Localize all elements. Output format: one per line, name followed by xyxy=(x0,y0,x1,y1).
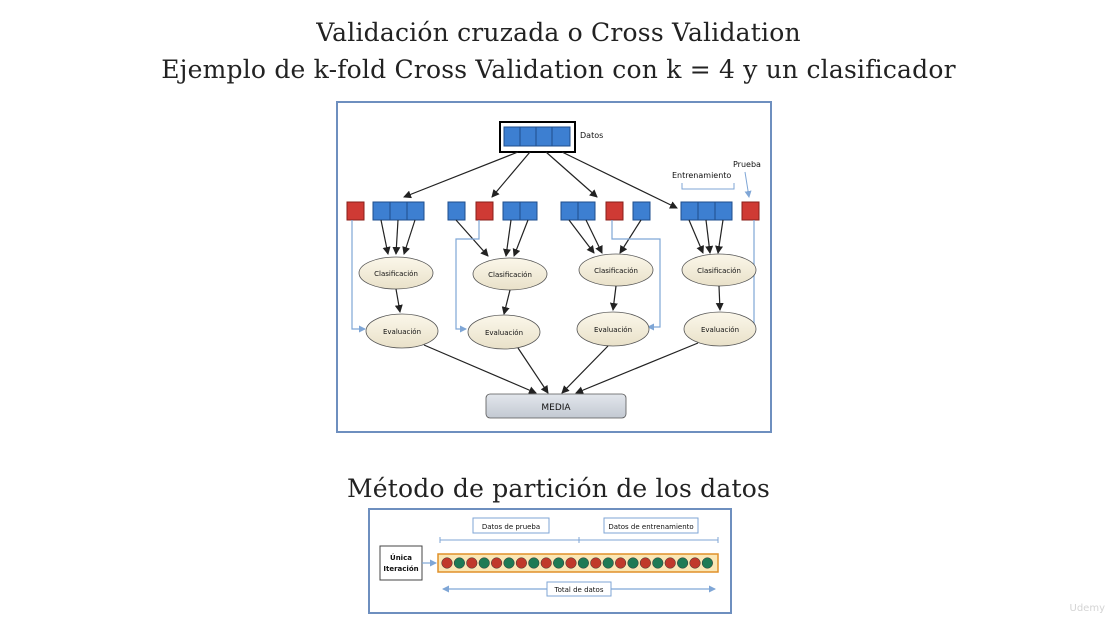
data-point xyxy=(466,557,478,569)
slide-title: Validación cruzada o Cross Validation xyxy=(316,18,801,47)
cv-diagram-svg: Datos Entrenamiento Prueba xyxy=(346,121,761,419)
data-point xyxy=(478,557,490,569)
classification-label-3: Clasificación xyxy=(594,267,638,275)
evaluation-label-1: Evaluación xyxy=(383,328,421,336)
data-point xyxy=(453,557,465,569)
train-arrows xyxy=(380,219,724,257)
split-arrows xyxy=(403,151,678,209)
data-blocks xyxy=(503,126,571,147)
total-label: Total de datos xyxy=(554,586,604,594)
data-label: Datos xyxy=(580,131,603,140)
watermark: Udemy xyxy=(1069,603,1105,614)
partition-diagram: Datos de prueba Datos de entrenamiento Ú… xyxy=(368,508,732,614)
train-data-label: Datos de entrenamiento xyxy=(608,523,693,531)
data-point xyxy=(701,557,713,569)
section-title: Método de partición de los datos xyxy=(346,474,771,503)
test-label: Prueba xyxy=(733,160,761,169)
data-point xyxy=(639,557,651,569)
evaluation-label-4: Evaluación xyxy=(701,326,739,334)
data-point xyxy=(590,557,602,569)
data-point xyxy=(565,557,577,569)
cross-validation-diagram: Datos Entrenamiento Prueba xyxy=(336,101,772,433)
total-box xyxy=(546,581,612,597)
fold-2-blocks xyxy=(447,201,538,221)
classification-to-evaluation-arrows xyxy=(394,285,724,315)
test-data-label: Datos de prueba xyxy=(482,523,540,531)
test-data-box xyxy=(472,517,550,534)
training-bracket xyxy=(681,183,735,190)
evaluation-label-2: Evaluación xyxy=(485,329,523,337)
data-point xyxy=(677,557,689,569)
data-point xyxy=(652,557,664,569)
classification-label-4: Clasificación xyxy=(697,267,741,275)
data-point xyxy=(577,557,589,569)
fold-4-blocks xyxy=(680,201,760,221)
data-point xyxy=(602,557,614,569)
iteration-box xyxy=(379,545,423,581)
evaluation-label-3: Evaluación xyxy=(594,326,632,334)
iteration-label-line2: Iteración xyxy=(383,565,418,573)
iteration-label-line1: Única xyxy=(390,553,412,562)
data-point xyxy=(689,557,701,569)
mean-label: MEDIA xyxy=(541,403,571,413)
data-point xyxy=(664,557,676,569)
data-point xyxy=(441,557,453,569)
data-point xyxy=(615,557,627,569)
classification-label-2: Clasificación xyxy=(488,271,532,279)
train-data-box xyxy=(603,517,699,534)
evaluation-nodes xyxy=(365,311,757,350)
mean-box xyxy=(485,393,627,419)
classification-label-1: Clasificación xyxy=(374,270,418,278)
fold-1-blocks xyxy=(346,201,425,221)
training-label: Entrenamiento xyxy=(672,171,731,180)
data-point xyxy=(528,557,540,569)
data-point xyxy=(627,557,639,569)
evaluation-to-mean-arrows xyxy=(423,342,699,395)
data-point xyxy=(503,557,515,569)
data-point xyxy=(515,557,527,569)
fold-3-blocks xyxy=(560,201,651,221)
data-point xyxy=(540,557,552,569)
partition-diagram-svg: Datos de prueba Datos de entrenamiento Ú… xyxy=(379,517,719,597)
data-point xyxy=(553,557,565,569)
test-pointer xyxy=(744,171,752,198)
data-point xyxy=(491,557,503,569)
slide-subtitle: Ejemplo de k-fold Cross Validation con k… xyxy=(161,55,956,84)
data-points xyxy=(441,557,713,569)
